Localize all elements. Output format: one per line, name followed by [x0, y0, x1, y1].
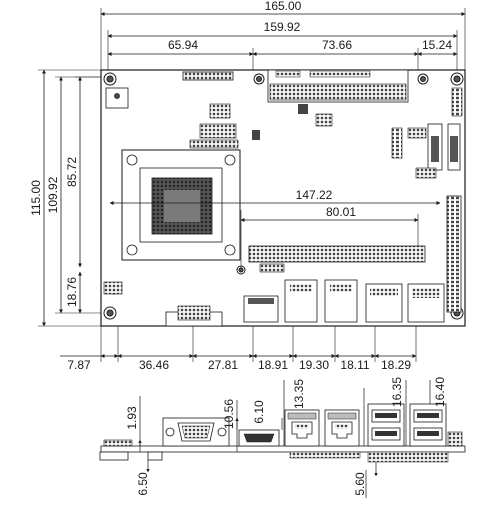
side-view: 1.93 10.56 6.10 13.35 16.35 16.40 6.50 5…	[99, 377, 466, 498]
dim-overall-width: 165.00	[265, 0, 302, 13]
dim-usb2-height: 16.40	[433, 377, 447, 407]
power-pin	[114, 93, 120, 99]
lan-pins	[330, 284, 352, 292]
right-header	[391, 127, 403, 159]
sodimm-connector	[189, 139, 239, 149]
lan-port-side	[324, 409, 360, 447]
side-standoff	[147, 451, 163, 461]
dim-middle-segment: 73.66	[322, 38, 352, 52]
side-header	[103, 439, 133, 447]
small-chip	[298, 104, 308, 114]
vga-connector-side	[162, 417, 230, 447]
mounting-hole	[103, 306, 117, 320]
dim-mount-span-height: 109.92	[46, 176, 60, 213]
small-header	[309, 70, 371, 78]
dim-lower-hole: 18.76	[65, 277, 79, 307]
usb-pins	[370, 288, 398, 296]
dim-right-segment: 15.24	[422, 38, 452, 52]
small-header	[275, 70, 301, 78]
dim-bottom-1: 7.87	[67, 358, 91, 372]
dim-bottom-6: 18.11	[340, 358, 369, 372]
dim-board-height: 1.93	[125, 406, 139, 430]
cpu-heatsink	[121, 149, 241, 261]
jumper-block	[315, 113, 333, 127]
interior-dimension-lines	[109, 201, 441, 268]
dim-vga-height: 10.56	[222, 399, 236, 429]
label-bg	[318, 204, 364, 218]
dim-board-offset: 6.50	[136, 472, 150, 496]
sodimm-connector	[199, 123, 237, 139]
vga-connector-pins	[177, 305, 211, 321]
dim-hdmi-height: 6.10	[252, 400, 266, 424]
dim-bottom-5: 19.30	[299, 358, 329, 372]
dim-short-header: 80.01	[326, 205, 356, 219]
dim-upper-hole: 85.72	[65, 157, 79, 187]
top-fpc-connector	[182, 71, 234, 81]
mounting-hole	[253, 73, 265, 85]
sata-connector-body	[431, 136, 439, 162]
top-header-pins	[269, 83, 407, 101]
dim-lan-height: 13.35	[292, 379, 306, 409]
dim-left-segment: 65.94	[168, 38, 198, 52]
mounting-hole	[103, 72, 117, 86]
right-header	[407, 127, 427, 139]
mounting-hole	[417, 73, 429, 85]
hdmi-connector-side	[238, 429, 280, 447]
dim-mount-span-width: 159.92	[264, 20, 301, 34]
side-underside-parts	[289, 451, 361, 459]
audio-header	[103, 281, 123, 295]
lan-pins	[290, 284, 312, 292]
dim-long-header: 147.22	[296, 188, 333, 202]
side-standoff	[99, 451, 129, 461]
dim-overall-height: 115.00	[29, 180, 43, 216]
dim-bottom-7: 18.29	[381, 358, 411, 372]
side-pcb	[100, 445, 466, 453]
usb-port-side	[367, 403, 405, 447]
side-dimension-lines	[138, 380, 431, 498]
right-edge-header	[446, 195, 462, 313]
usb-port-side	[409, 403, 447, 447]
sata-connector-body	[450, 136, 458, 162]
side-header	[447, 431, 463, 447]
small-header	[259, 263, 285, 273]
small-header	[415, 167, 437, 179]
top-dimension-lines	[100, 12, 466, 56]
small-chip	[252, 130, 260, 140]
dim-bottom-4: 18.91	[258, 358, 288, 372]
dim-usb1-height: 16.35	[390, 377, 404, 407]
bottom-long-header	[248, 245, 426, 263]
side-underside-parts	[367, 451, 449, 463]
mounting-hole	[450, 72, 464, 86]
mounting-hole	[236, 265, 246, 275]
component-block	[209, 103, 231, 119]
battery-header	[451, 87, 463, 117]
board-top-view: 147.22 80.01	[100, 69, 466, 327]
left-dimension-lines	[42, 69, 82, 327]
label-bg	[288, 187, 340, 201]
cpu-die	[164, 190, 200, 222]
hdmi-pins	[248, 298, 274, 304]
dim-pcb-offset: 5.60	[353, 472, 367, 496]
usb-pins	[412, 288, 440, 298]
dim-bottom-2: 36.46	[139, 358, 169, 372]
dim-bottom-3: 27.81	[208, 358, 238, 372]
lan-port-side	[284, 409, 320, 447]
